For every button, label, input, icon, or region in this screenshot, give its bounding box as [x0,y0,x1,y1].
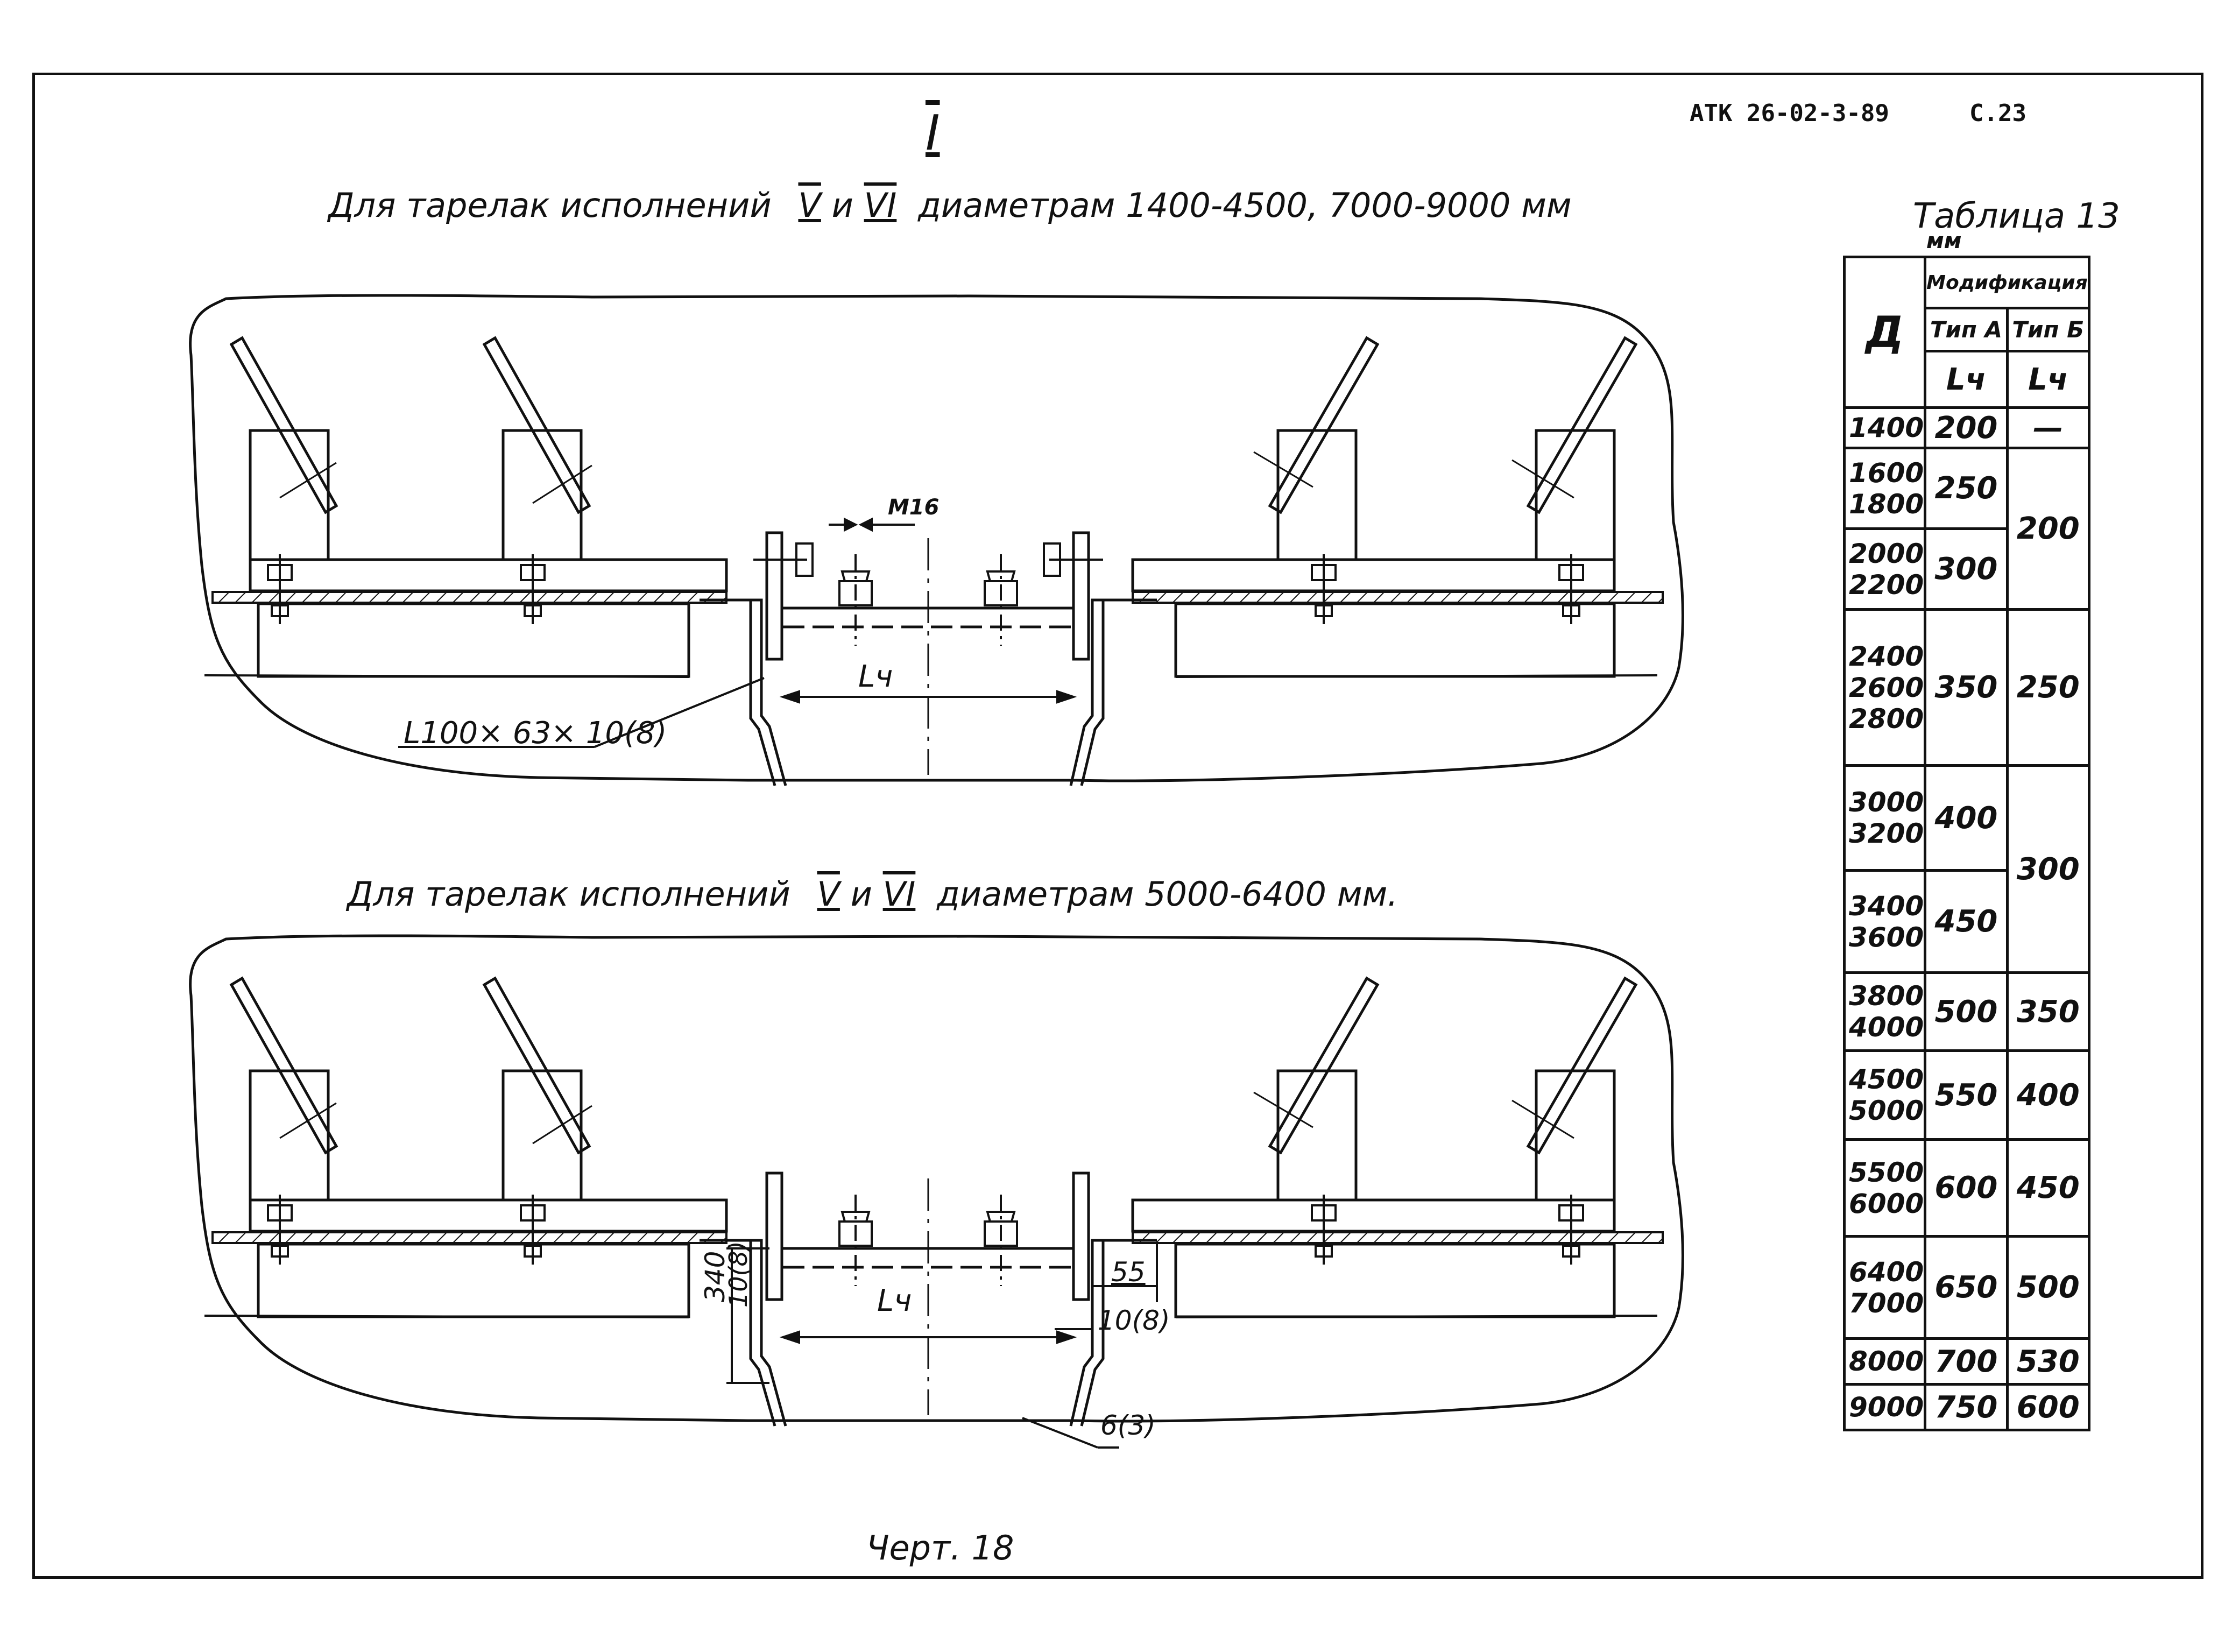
row-b-300-merged: 300 [2005,764,2090,974]
row-b-3800: 350 [2005,971,2090,1052]
table-unit: мм [1926,229,1962,253]
top-angle-bolts [753,542,1103,577]
row-a-1400: 200 [1924,406,2009,449]
row-d-8000: 8000 [1842,1337,1927,1386]
thickness-right-label: 10(8) [1098,1305,1170,1336]
header-d: Д [1842,256,1927,409]
row-a-3400: 450 [1924,869,2009,974]
header-lch-b: Lч [2005,350,2090,409]
top-caption-prefix: Для тарелак исполнений [328,186,772,225]
bottom-caption-and: и [850,874,872,914]
bolt-size-label: M16 [888,495,940,520]
header-lch-a: Lч [1924,350,2009,409]
row-b-200-merged: 200 [2005,447,2090,611]
top-caption: Для тарелак исполнений V и VI диаметрам … [328,186,1572,225]
row-b-8000: 530 [2005,1337,2090,1386]
top-caption-suffix: диаметрам 1400-4500, 7000-9000 мм [918,186,1572,225]
bottom-caption-vi: VI [882,874,916,914]
top-length-dimension [779,690,1077,704]
row-a-1600: 250 [1924,447,2009,530]
row-a-3000: 400 [1924,764,2009,872]
row-a-2400: 350 [1924,608,2009,767]
row-a-2000: 300 [1924,527,2009,611]
bottom-assembly [190,936,1683,1426]
document-code: АТК 26-02-3-89 [1690,100,1889,127]
angle-profile-label: L100× 63× 10(8) [404,716,667,751]
wall-thickness-label: 6(3) [1100,1410,1156,1441]
section-mark: I [926,105,940,161]
dimension-55-label: 55 [1111,1256,1146,1288]
row-d-9000: 9000 [1842,1383,1927,1431]
row-d-1400: 1400 [1842,406,1927,449]
top-caption-vi: VI [864,186,897,225]
header-modification: Модификация [1924,256,2090,309]
drawing-frame [32,73,2203,1579]
row-a-9000: 750 [1924,1383,2009,1431]
figure-caption: Черт. 18 [866,1528,1014,1568]
row-b-5500: 450 [2005,1138,2090,1238]
bottom-caption-suffix: диаметрам 5000-6400 мм. [937,874,1398,914]
thickness-left-label: 10(8) [724,1241,753,1308]
bottom-caption: Для тарелак исполнений V и VI диаметрам … [347,874,1398,914]
top-caption-and: и [831,186,853,225]
row-b-1400: — [2005,406,2090,449]
page-number: С.23 [1969,100,2026,127]
row-b-9000: 600 [2005,1383,2090,1431]
row-b-4500: 400 [2005,1049,2090,1141]
row-a-3800: 500 [1924,971,2009,1052]
header-type-a: Тип А [1924,307,2009,352]
angle-leader [594,677,765,748]
bottom-caption-v: V [817,874,840,914]
row-b-2400: 250 [2005,608,2090,767]
bottom-length-label: Lч [877,1283,912,1318]
row-a-8000: 700 [1924,1337,2009,1386]
bottom-caption-prefix: Для тарелак исполнений [347,874,790,914]
row-b-6400: 500 [2005,1235,2090,1340]
top-assembly [190,295,1683,786]
m16-leader [829,517,915,532]
row-a-5500: 600 [1924,1138,2009,1238]
top-length-label: Lч [858,659,893,694]
top-caption-v: V [798,186,821,225]
row-a-6400: 650 [1924,1235,2009,1340]
table-title: Таблица 13 [1913,196,2120,236]
modification-table: Д Модификация Тип А Тип Б Lч Lч 1400 200… [1842,256,2090,1431]
header-type-b: Тип Б [2005,307,2090,352]
bottom-dimensions [726,1243,1158,1449]
row-a-4500: 550 [1924,1049,2009,1141]
